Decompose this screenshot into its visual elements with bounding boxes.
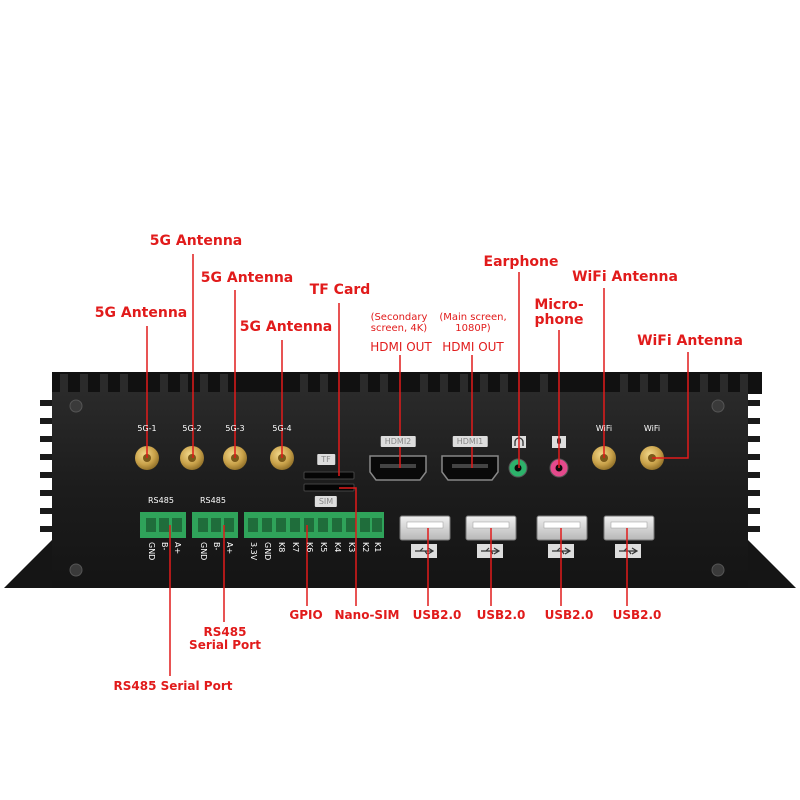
gpio-pin-3v3: 3.3V [249, 542, 258, 561]
sma-5g3-label: 5G-3 [225, 424, 245, 433]
callout-wifi-antenna-1: WiFi Antenna [572, 269, 678, 285]
callout-hdmi1-label: HDMI OUT [442, 340, 504, 354]
callout-earphone: Earphone [483, 254, 559, 270]
callout-tf-card: TF Card [309, 282, 371, 298]
rs485-a-pin-gnd: GND [147, 542, 156, 561]
hdmi-ports [369, 455, 499, 481]
gpio-pin-k4: K4 [333, 542, 342, 553]
rs485-b-pin-a: A+ [225, 542, 234, 555]
callout-usb-2: USB2.0 [476, 608, 526, 622]
callout-wifi-antenna-2: WiFi Antenna [637, 333, 743, 349]
tf-slot [303, 471, 355, 480]
callout-5g-antenna-3: 5G Antenna [200, 270, 294, 286]
callout-hdmi1-note: (Main screen, 1080P) [439, 312, 507, 334]
rs485-b-pin-b: B- [212, 542, 221, 551]
gpio-pin-gnd: GND [263, 542, 272, 561]
heatsink-sides [40, 400, 760, 532]
gpio-pin-k5: K5 [319, 542, 328, 553]
callout-microphone: Micro- phone [534, 297, 584, 329]
heatsink-top [52, 372, 762, 394]
tf-tag: TF [317, 454, 335, 465]
rs485-b-label: RS485 [200, 496, 226, 505]
gpio-pin-k6: K6 [305, 542, 314, 553]
callout-usb-3: USB2.0 [544, 608, 594, 622]
terminal-blocks [140, 512, 384, 538]
gpio-pin-k8: K8 [277, 542, 286, 553]
sma-5g4-label: 5G-4 [272, 424, 292, 433]
callout-rs485-serial-port-lower: RS485 Serial Port [113, 679, 233, 693]
gpio-pin-k1: K1 [373, 542, 382, 553]
callout-hdmi2-note: (Secondary screen, 4K) [370, 312, 428, 334]
rs485-a-pin-b: B- [160, 542, 169, 551]
hdmi2-tag: HDMI2 [380, 436, 416, 447]
callout-usb-1: USB2.0 [412, 608, 462, 622]
rs485-b-pin-gnd: GND [199, 542, 208, 561]
callout-nano-sim: Nano-SIM [334, 608, 400, 622]
callout-lines [146, 254, 689, 676]
hdmi1-tag: HDMI1 [452, 436, 488, 447]
callout-usb-4: USB2.0 [612, 608, 662, 622]
callout-hdmi2-label: HDMI OUT [370, 340, 432, 354]
screws [69, 399, 725, 577]
gpio-pin-k2: K2 [361, 542, 370, 553]
mounting-flange-right [748, 540, 796, 588]
sma-5g1-label: 5G-1 [137, 424, 157, 433]
callout-gpio: GPIO [289, 608, 323, 622]
wifi2-label: WiFi [643, 424, 661, 433]
gpio-pin-k3: K3 [347, 542, 356, 553]
sma-5g2-label: 5G-2 [182, 424, 202, 433]
wifi1-label: WiFi [595, 424, 613, 433]
callout-5g-antenna-1: 5G Antenna [94, 305, 188, 321]
gpio-pin-k7: K7 [291, 542, 300, 553]
rs485-a-pin-a: A+ [173, 542, 182, 555]
sim-tag: SIM [314, 496, 338, 507]
callout-rs485-serial-port-upper: RS485 Serial Port [189, 625, 261, 653]
rs485-a-label: RS485 [148, 496, 174, 505]
callout-5g-antenna-2: 5G Antenna [149, 233, 243, 249]
callout-5g-antenna-4: 5G Antenna [239, 319, 333, 335]
mounting-flange-left [4, 540, 52, 588]
